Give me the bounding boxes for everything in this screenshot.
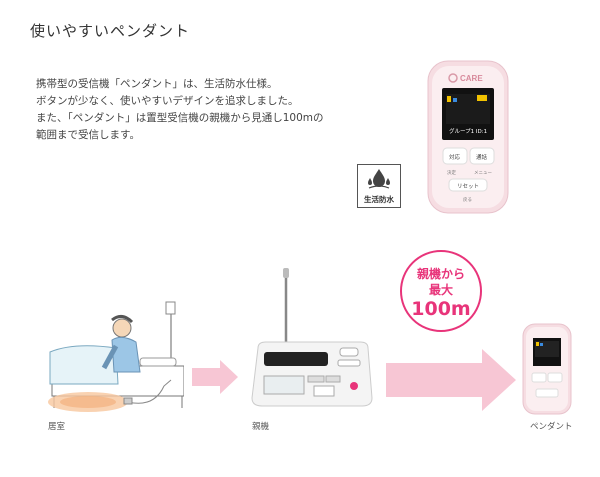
description-line: 携帯型の受信機「ペンダント」は、生活防水仕様。 bbox=[36, 78, 278, 90]
menu-label: メニュー bbox=[474, 170, 492, 176]
bedroom-illustration bbox=[44, 290, 185, 419]
pendant-device: CARE グループ1 ID:1 対応 通話 決定 メニュー リセット 戻る bbox=[427, 60, 509, 218]
badge-label: 生活防水 bbox=[364, 195, 394, 204]
base-caption: 親機 bbox=[252, 422, 270, 432]
room-caption: 居室 bbox=[48, 422, 66, 432]
water-drop-icon bbox=[368, 169, 390, 189]
description-line: また、「ペンダント」は置型受信機の親機から見通し100mの bbox=[36, 112, 324, 124]
description-line: ボタンが少なく、使いやすいデザインを追求しました。 bbox=[36, 95, 299, 107]
back-label: 戻る bbox=[463, 196, 472, 203]
confirm-label: 決定 bbox=[447, 169, 456, 176]
base-unit-device bbox=[250, 268, 375, 414]
description-line: 範囲まで受信します。 bbox=[36, 129, 140, 141]
waterproof-badge: 生活防水 bbox=[357, 164, 401, 208]
arrow-right-large-icon bbox=[386, 349, 516, 415]
pendant-device-small bbox=[522, 323, 572, 419]
callout-line1: 親機から bbox=[416, 267, 465, 281]
callout-line2: 最大 bbox=[428, 283, 453, 297]
screen-text: グループ1 ID:1 bbox=[449, 127, 487, 135]
page-title: 使いやすいペンダント bbox=[30, 22, 191, 40]
arrow-right-icon bbox=[192, 360, 238, 398]
callout-line3: 100m bbox=[411, 298, 471, 320]
call-button-label: 通話 bbox=[476, 153, 488, 161]
range-callout: 親機から 最大 100m bbox=[400, 250, 482, 332]
reset-button-label: リセット bbox=[457, 183, 479, 190]
description: 携帯型の受信機「ペンダント」は、生活防水仕様。 ボタンが少なく、使いやすいデザイ… bbox=[36, 76, 366, 144]
brand-text: CARE bbox=[460, 74, 483, 83]
pendant-caption: ペンダント bbox=[530, 422, 573, 432]
respond-button-label: 対応 bbox=[449, 153, 461, 161]
care-logo-icon bbox=[448, 73, 458, 83]
